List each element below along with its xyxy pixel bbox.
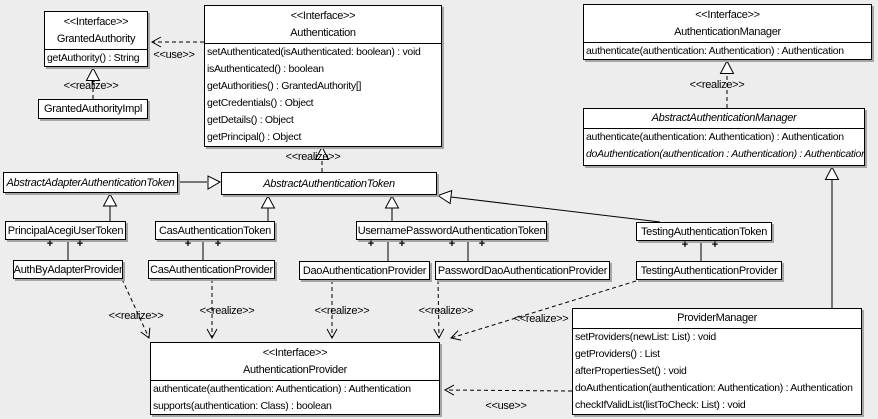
method: doAuthentication(authentication: Authent… bbox=[575, 382, 853, 394]
class-box-abstract-adapter-authentication-token: AbstractAdapterAuthenticationToken bbox=[3, 172, 178, 193]
class-box-testing-authentication-token: TestingAuthenticationToken bbox=[636, 222, 772, 241]
generalization-testing-token bbox=[450, 196, 661, 223]
class-name: ProviderManager bbox=[573, 309, 861, 329]
class-box-authentication-manager: <<Interface>> AuthenticationManager auth… bbox=[583, 4, 872, 60]
class-name: PasswordDaoAuthenticationProvider bbox=[437, 264, 608, 277]
association-end-label: + bbox=[448, 238, 456, 250]
triangle-icon bbox=[207, 175, 222, 190]
class-header: <<Interface>> AuthenticationProvider bbox=[151, 343, 439, 381]
class-name: PrincipalAcegiUserToken bbox=[7, 224, 124, 237]
method: isAuthenticated() : boolean bbox=[207, 63, 324, 75]
method: getAuthorities() : GrantedAuthority[] bbox=[207, 80, 362, 92]
class-box-authentication-provider: <<Interface>> AuthenticationProvider aut… bbox=[150, 342, 440, 415]
class-name: AuthenticationManager bbox=[674, 26, 781, 38]
triangle-icon bbox=[436, 189, 453, 205]
class-box-principal-acegi-user-token: PrincipalAcegiUserToken bbox=[5, 221, 126, 240]
triangle-icon bbox=[384, 194, 400, 209]
class-name: AuthenticationProvider bbox=[242, 364, 348, 376]
realize-label: <<realize>> bbox=[63, 80, 119, 92]
class-box-authentication: <<Interface>> Authentication setAuthenti… bbox=[204, 5, 442, 147]
class-box-abstract-authentication-manager: AbstractAuthenticationManager authentica… bbox=[583, 108, 865, 166]
class-box-granted-authority: <<Interface>> GrantedAuthority getAuthor… bbox=[44, 11, 148, 67]
association-end-label: + bbox=[367, 238, 375, 250]
realize-label: <<realize>> bbox=[513, 313, 569, 325]
class-name: AbstractAuthenticationManager bbox=[584, 109, 864, 129]
stereotype: <<Interface>> bbox=[695, 9, 760, 21]
class-name: AuthByAdapterProvider bbox=[13, 263, 123, 276]
use-label: <<use>> bbox=[153, 49, 195, 61]
class-name: TestingAuthenticationToken bbox=[640, 225, 768, 238]
method: authenticate(authentication: Authenticat… bbox=[586, 131, 844, 143]
triangle-icon bbox=[824, 165, 840, 180]
class-name: Authentication bbox=[290, 27, 356, 39]
class-box-dao-authentication-provider: DaoAuthenticationProvider bbox=[299, 261, 430, 280]
use-arrow-providermanager bbox=[443, 384, 573, 396]
method: supports(authentication: Class) : boolea… bbox=[153, 400, 332, 412]
class-box-username-password-authentication-token: UsernamePasswordAuthenticationToken bbox=[356, 221, 547, 240]
class-name: AbstractAuthenticationToken bbox=[263, 177, 395, 190]
class-box-provider-manager: ProviderManager setProviders(newList: Li… bbox=[572, 308, 862, 415]
use-label: <<use>> bbox=[485, 400, 527, 412]
stereotype: <<Interface>> bbox=[262, 347, 328, 359]
class-box-auth-by-adapter-provider: AuthByAdapterProvider bbox=[13, 260, 123, 279]
realize-label: <<realize>> bbox=[285, 151, 341, 163]
association-end-label: + bbox=[46, 238, 54, 250]
class-box-testing-authentication-provider: TestingAuthenticationProvider bbox=[636, 261, 782, 280]
class-box-cas-authentication-provider: CasAuthenticationProvider bbox=[148, 260, 275, 279]
class-header: <<Interface>> Authentication bbox=[205, 6, 441, 44]
class-box-granted-authority-impl: GrantedAuthorityImpl bbox=[38, 99, 148, 119]
method: afterPropertiesSet() : void bbox=[575, 365, 687, 377]
method: authenticate(authentication: Authenticat… bbox=[153, 383, 411, 395]
method: getProviders() : List bbox=[575, 348, 660, 360]
association-end-label: + bbox=[398, 238, 406, 250]
class-name: AbstractAdapterAuthenticationToken bbox=[6, 176, 175, 189]
method: doAuthentication(authentication : Authen… bbox=[586, 148, 864, 160]
association-end-label: + bbox=[478, 238, 486, 250]
method: getPrincipal() : Object bbox=[207, 131, 302, 143]
association-end-label: + bbox=[711, 239, 719, 251]
class-name: GrantedAuthorityImpl bbox=[44, 103, 142, 115]
association-end-label: + bbox=[76, 238, 84, 250]
association-end-label: + bbox=[681, 239, 689, 251]
association-end-label: + bbox=[184, 238, 192, 250]
triangle-icon bbox=[260, 194, 276, 209]
realize-label: <<realize>> bbox=[418, 305, 474, 317]
class-name: TestingAuthenticationProvider bbox=[640, 264, 778, 277]
realize-label: <<realize>> bbox=[199, 305, 255, 317]
association-end-label: + bbox=[214, 238, 222, 250]
method: getAuthority() : String bbox=[47, 52, 140, 64]
method: checkIfValidList(listToCheck: List) : vo… bbox=[575, 399, 746, 411]
class-box-password-dao-authentication-provider: PasswordDaoAuthenticationProvider bbox=[435, 261, 610, 280]
method: getDetails() : Object bbox=[207, 114, 294, 126]
class-name: GrantedAuthority bbox=[56, 33, 136, 45]
method: authenticate(authentication: Authenticat… bbox=[586, 45, 844, 57]
stereotype: <<Interface>> bbox=[290, 10, 356, 22]
method: getCredentials() : Object bbox=[207, 97, 314, 109]
class-name: CasAuthenticationProvider bbox=[150, 263, 273, 276]
class-header: <<Interface>> GrantedAuthority bbox=[45, 12, 147, 50]
method: setProviders(newList: List) : void bbox=[575, 331, 716, 343]
class-name: CasAuthenticationToken bbox=[158, 224, 272, 237]
class-header: <<Interface>> AuthenticationManager bbox=[584, 5, 871, 43]
realize-label: <<realize>> bbox=[689, 79, 745, 91]
triangle-icon bbox=[85, 66, 101, 81]
realize-label: <<realize>> bbox=[108, 310, 164, 322]
class-box-cas-authentication-token: CasAuthenticationToken bbox=[155, 221, 275, 240]
class-box-abstract-authentication-token: AbstractAuthenticationToken bbox=[221, 172, 437, 195]
triangle-icon bbox=[719, 59, 735, 74]
triangle-icon bbox=[102, 192, 118, 207]
realize-label: <<realize>> bbox=[314, 305, 370, 317]
method: setAuthenticated(isAuthenticated: boolea… bbox=[207, 46, 421, 58]
stereotype: <<Interface>> bbox=[63, 16, 129, 28]
class-name: UsernamePasswordAuthenticationToken bbox=[357, 224, 546, 237]
realize-authbyadapter-provider bbox=[121, 278, 151, 339]
class-name: DaoAuthenticationProvider bbox=[302, 264, 427, 277]
